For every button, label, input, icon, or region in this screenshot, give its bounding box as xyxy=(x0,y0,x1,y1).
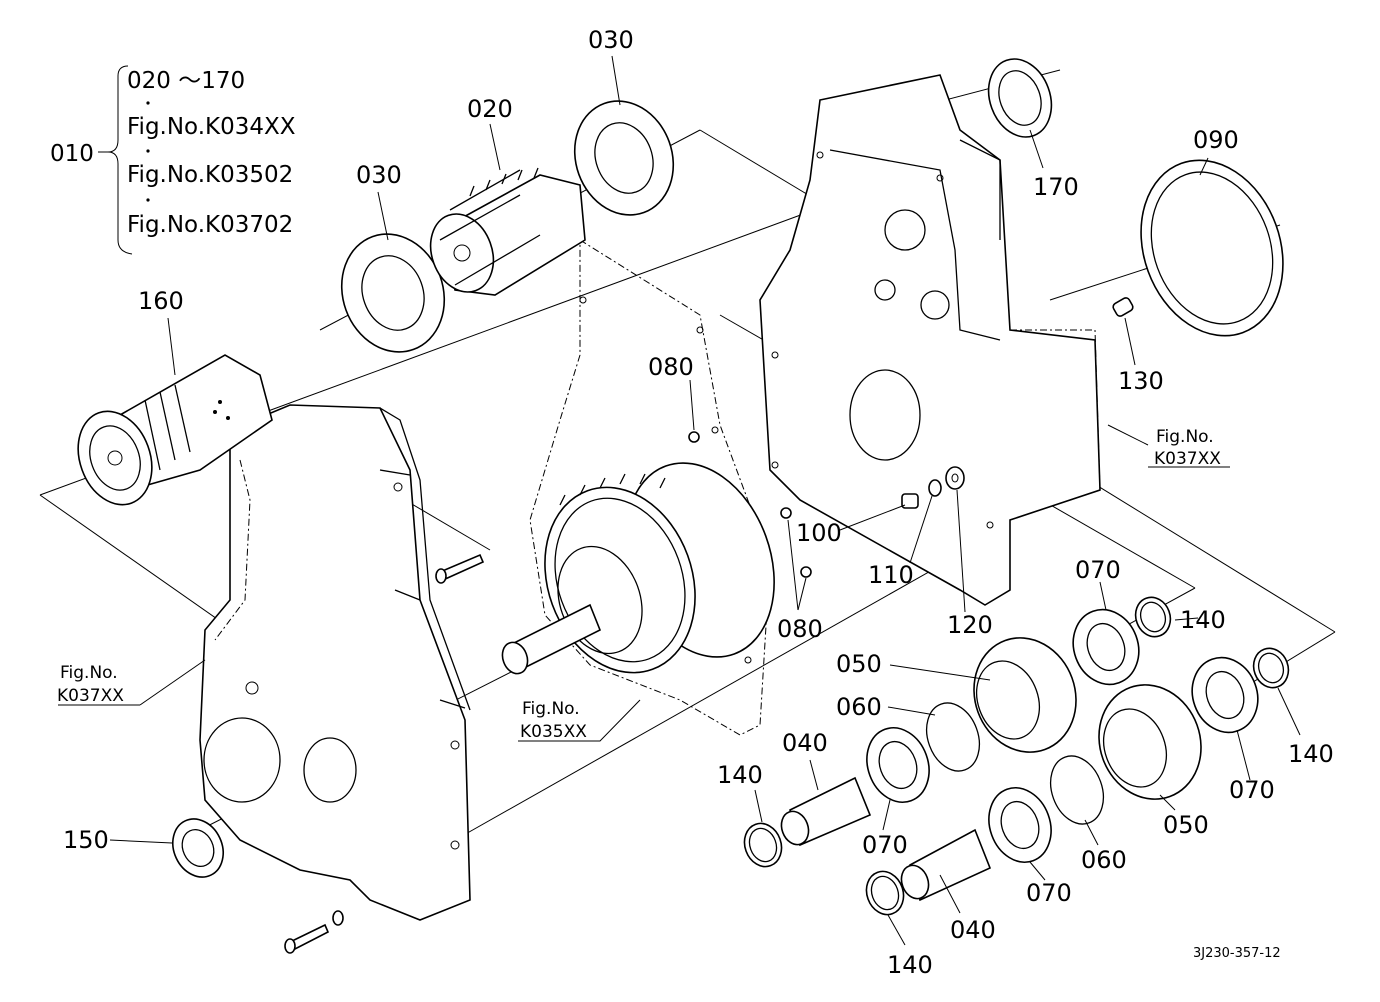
part-040-shaft-b xyxy=(900,828,992,902)
callout-060-a: 060 xyxy=(836,693,882,721)
gasket xyxy=(529,239,771,736)
callout-130: 130 xyxy=(1118,367,1164,395)
part-030-bearing-upper xyxy=(573,100,675,216)
part-140-shim-d xyxy=(1252,647,1290,689)
callout-120: 120 xyxy=(947,611,993,639)
assembly-fig-3: Fig.No.K03702 xyxy=(127,212,293,238)
part-110-washer xyxy=(928,479,942,497)
part-100-bolt xyxy=(901,493,919,509)
part-130-pin xyxy=(1112,297,1134,317)
assembly-fig-2: Fig.No.K03502 xyxy=(127,162,293,188)
callout-070-c: 070 xyxy=(1026,879,1072,907)
figref-k037-left-line1: Fig.No. xyxy=(60,663,118,683)
callout-030-lower: 030 xyxy=(356,161,402,189)
bolt-upper xyxy=(435,553,485,584)
callout-080-upper: 080 xyxy=(648,353,694,381)
part-050-gear-b xyxy=(1098,684,1202,800)
callout-050-a: 050 xyxy=(836,650,882,678)
callout-030-upper: 030 xyxy=(588,26,634,54)
part-080-plugs xyxy=(688,431,812,578)
bolt-lower xyxy=(284,910,344,954)
callout-090: 090 xyxy=(1193,126,1239,154)
part-070-bearing-d xyxy=(1191,656,1259,734)
part-120-washer xyxy=(945,466,965,490)
callout-040-a: 040 xyxy=(782,729,828,757)
figref-k037-right-line1: Fig.No. xyxy=(1156,427,1214,447)
part-140-shim-b xyxy=(1134,596,1172,638)
part-050-gear-a xyxy=(973,637,1077,753)
figref-k037-right-line2: K037XX xyxy=(1154,449,1221,469)
callout-140-c: 140 xyxy=(887,951,933,979)
part-150-oil-seal xyxy=(172,818,224,878)
assembly-range: 020 ～170 xyxy=(127,68,245,94)
callout-140-b: 140 xyxy=(1180,606,1226,634)
callout-140-a: 140 xyxy=(717,761,763,789)
callout-080-lower: 080 xyxy=(777,615,823,643)
part-070-bearing-b xyxy=(1072,608,1140,686)
callout-070-d: 070 xyxy=(1229,776,1275,804)
part-070-bearing-a xyxy=(866,727,930,803)
callout-110: 110 xyxy=(868,561,914,589)
front-cover-housing xyxy=(199,404,471,921)
callout-070-a: 070 xyxy=(862,831,908,859)
part-170-seal xyxy=(987,58,1053,138)
part-140-shim-a xyxy=(743,822,783,868)
callout-070-b: 070 xyxy=(1075,556,1121,584)
figref-k035-line1: Fig.No. xyxy=(522,699,580,719)
callout-100: 100 xyxy=(796,519,842,547)
part-070-bearing-c xyxy=(988,787,1052,863)
assembly-number: 010 xyxy=(50,141,94,167)
assembly-fig-1: Fig.No.K034XX xyxy=(127,114,296,140)
callout-020: 020 xyxy=(467,95,513,123)
assembly-bracket xyxy=(98,65,150,255)
callout-170: 170 xyxy=(1033,173,1079,201)
main-housing xyxy=(759,74,1101,606)
part-090-ring-plate xyxy=(1140,159,1284,337)
k035-main-gear-assembly xyxy=(501,462,775,675)
part-060-snap-ring-b xyxy=(1049,755,1105,825)
callout-150: 150 xyxy=(63,826,109,854)
drawing-code: 3J230-357-12 xyxy=(1193,946,1281,961)
part-020-gear-shaft xyxy=(429,167,586,296)
leader-lines xyxy=(58,55,1301,946)
callout-050-b: 050 xyxy=(1163,811,1209,839)
part-040-shaft-a xyxy=(780,776,872,847)
part-060-snap-ring-a xyxy=(925,702,981,772)
callout-040-b: 040 xyxy=(950,916,996,944)
callout-060-b: 060 xyxy=(1081,846,1127,874)
figref-k035-line2: K035XX xyxy=(520,722,587,742)
figref-k037-left-line2: K037XX xyxy=(57,686,124,706)
part-160-motor-unit xyxy=(77,354,273,506)
part-140-shim-c xyxy=(865,870,905,916)
callout-140-d: 140 xyxy=(1288,740,1334,768)
callout-160: 160 xyxy=(138,287,184,315)
